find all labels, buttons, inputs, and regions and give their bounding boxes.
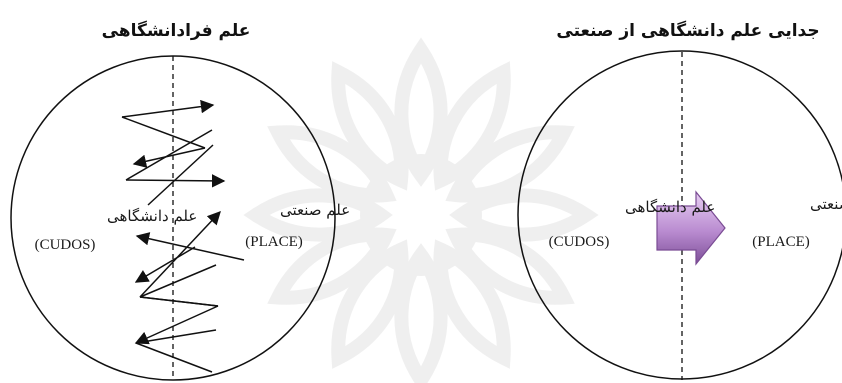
exchange-arrow <box>132 147 206 168</box>
exchange-arrow <box>139 211 221 298</box>
watermark-rosette <box>243 37 599 383</box>
watermark-petal <box>331 61 409 191</box>
watermark-petal <box>267 227 397 305</box>
exchange-arrow <box>147 144 214 206</box>
right-panel-academic-code: (CUDOS) <box>549 234 610 250</box>
exchange-arrow <box>134 246 196 283</box>
left-panel-academic-label: علم دانشگاهی <box>107 207 197 225</box>
exchange-arrow <box>134 305 219 345</box>
exchange-arrow <box>139 264 217 298</box>
left-panel: علم فرادانشگاهی علم دانشگاهی (CUDOS) <box>10 20 350 381</box>
right-arrow-icon <box>656 190 726 266</box>
watermark-petal <box>449 188 599 242</box>
left-panel-industrial-label: علم صنعتی <box>280 201 350 219</box>
watermark-petal <box>433 239 511 369</box>
right-panel: جدایی علم دانشگاهی از صنعتی علم دانشگاهی… <box>517 20 842 380</box>
watermark-petal <box>433 61 511 191</box>
right-panel-title: جدایی علم دانشگاهی از صنعتی <box>556 20 819 41</box>
watermark-petal <box>394 37 448 187</box>
left-panel-title: علم فرادانشگاهی <box>102 20 251 41</box>
left-panel-academic-code: (CUDOS) <box>35 237 96 253</box>
exchange-arrows-lower <box>134 211 245 373</box>
exchange-arrow <box>121 99 215 118</box>
exchange-arrow <box>139 296 219 307</box>
exchange-arrow <box>135 232 245 261</box>
watermark-petal <box>331 239 409 369</box>
right-panel-academic-label: علم دانشگاهی <box>625 198 715 216</box>
watermark-petal <box>394 243 448 383</box>
watermark-petal <box>445 125 575 203</box>
watermark-petal <box>445 227 575 305</box>
right-panel-industrial-code: (PLACE) <box>752 234 810 250</box>
watermark-ring <box>360 154 482 276</box>
exchange-arrow <box>121 116 206 149</box>
exchange-arrow <box>135 329 217 344</box>
watermark-petal <box>267 125 397 203</box>
exchange-arrows-upper <box>121 99 226 206</box>
exchange-arrow <box>135 342 213 373</box>
right-panel-industrial-label: علم صنعتی <box>810 195 842 213</box>
left-panel-industrial-code: (PLACE) <box>245 234 303 250</box>
exchange-arrow <box>125 129 213 181</box>
watermark-petal <box>243 188 393 242</box>
